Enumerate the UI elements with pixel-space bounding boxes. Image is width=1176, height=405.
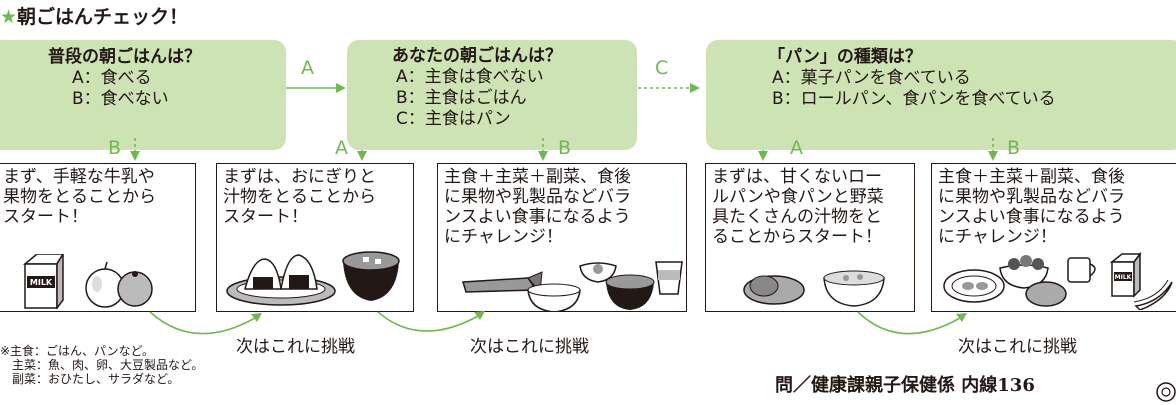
- onigiri-soup-illustration: [226, 251, 400, 306]
- label-b-box3: B: [1007, 137, 1021, 159]
- onigiri-plate-icon: [226, 254, 336, 306]
- page-title: ★朝ごはんチェック！: [0, 2, 188, 29]
- footnote-definitions: ※主食：ごはん、パンなど。 主菜：魚、肉、卵、大豆製品など。 副菜：おひたし、サ…: [0, 344, 204, 386]
- question-box-breakfast-heading: 普段の朝ごはんは？: [48, 47, 201, 67]
- question-box-staple-option-c: C：主食はパン: [396, 109, 511, 129]
- curvehead-card-2-to-3: [474, 311, 485, 320]
- answer-card-1-text: まず、手軽な牛乳や 果物をとることから スタート！: [3, 167, 156, 227]
- arrowhead-a-to-card-2: [357, 151, 367, 161]
- bread-soup-illustration: [743, 270, 885, 307]
- next-challenge-label-3: 次はこれに挑戦: [958, 337, 1077, 357]
- apple-icon: [85, 261, 125, 308]
- curvehead-card-4-to-5: [956, 313, 967, 322]
- contact-info: 問／健康課親子保健係 内線136: [775, 375, 1035, 396]
- answer-card-1: まず、手軽な牛乳や 果物をとることから スタート！ MILK: [0, 163, 196, 312]
- question-box-breakfast-option-a: A：食べる: [72, 68, 152, 88]
- banana-icon: [1133, 279, 1173, 310]
- curve-card-4-to-5: [857, 311, 961, 335]
- milk-carton-label: MILK: [30, 278, 53, 287]
- balanced-meal-illustration: [462, 261, 683, 311]
- arrowhead-b-to-card-5: [988, 151, 998, 161]
- arrowhead-b-to-card-3: [538, 151, 548, 161]
- yogurt-cup-icon: [655, 261, 683, 295]
- arrowhead-b-to-card-1: [130, 151, 140, 161]
- question-box-bread-heading: 「パン」の種類は？: [768, 47, 922, 67]
- answer-card-5: 主食＋主菜＋副菜、食後 に果物や乳製品などバラ ンスよい食事になるよう にチャレ…: [931, 163, 1176, 312]
- label-c-box2: C: [655, 57, 669, 79]
- question-box-breakfast-option-b: B：食べない: [72, 89, 169, 109]
- question-box-staple: あなたの朝ごはんは？ A：主食は食べない B：主食はごはん C：主食はパン: [347, 40, 637, 150]
- question-box-bread-option-a: A：菓子パンを食べている: [772, 68, 971, 88]
- milk-carton-label: MILK: [1115, 274, 1132, 281]
- bread-roll-icon: [743, 275, 805, 305]
- milk-fruit-illustration: MILK: [22, 254, 153, 309]
- soup-bowl-icon: [605, 274, 655, 310]
- milk-carton-icon: MILK: [22, 254, 64, 309]
- label-b-box2: B: [558, 137, 572, 159]
- corner-swirl-icon: [1156, 382, 1176, 402]
- grilled-fish-icon: [462, 271, 543, 294]
- curve-card-1-to-2: [149, 311, 256, 335]
- answer-card-5-text: 主食＋主菜＋副菜、食後 に果物や乳製品などバラ ンスよい食事になるよう にチャレ…: [938, 167, 1125, 247]
- answer-card-4: まずは、甘くないロー ルパンや食パンと野菜 具たくさんの汁物をと ることからスタ…: [705, 163, 915, 312]
- orange-icon: [117, 271, 153, 307]
- label-b-box1: B: [108, 137, 122, 159]
- answer-card-2: まずは、おにぎりと 汁物をとることから スタート！: [216, 163, 414, 312]
- question-box-bread-option-b: B：ロールパン、食パンを食べている: [772, 89, 1056, 109]
- answer-card-3: 主食＋主菜＋副菜、食後 に果物や乳製品などバラ ンスよい食事になるよう にチャレ…: [437, 163, 687, 312]
- question-box-staple-option-b: B：主食はごはん: [396, 88, 527, 108]
- arrowhead-a-to-staple: [336, 83, 346, 93]
- answer-card-3-text: 主食＋主菜＋副菜、食後 に果物や乳製品などバラ ンスよい食事になるよう にチャレ…: [444, 167, 631, 247]
- answer-card-2-text: まずは、おにぎりと 汁物をとることから スタート！: [223, 167, 376, 227]
- star-icon: ★: [0, 6, 18, 28]
- label-a-box2: A: [335, 137, 348, 159]
- label-a-box1: A: [301, 57, 314, 79]
- question-box-staple-option-a: A：主食は食べない: [396, 67, 544, 87]
- salad-bowl-icon: [999, 255, 1049, 289]
- milk-carton-icon: MILK: [1109, 252, 1142, 298]
- egg-plate-icon: [943, 269, 1005, 303]
- question-box-breakfast: 普段の朝ごはんは？ A：食べる B：食べない: [0, 40, 286, 150]
- next-challenge-label-1: 次はこれに挑戦: [236, 337, 355, 357]
- bread-icon: [1025, 281, 1067, 307]
- miso-soup-icon: [342, 251, 400, 301]
- answer-card-4-text: まずは、甘くないロー ルパンや食パンと野菜 具たくさんの汁物をと ることからスタ…: [712, 167, 884, 247]
- next-challenge-label-2: 次はこれに挑戦: [470, 337, 589, 357]
- title-text: 朝ごはんチェック！: [17, 6, 189, 28]
- curvehead-card-1-to-2: [251, 313, 262, 322]
- label-a-box3: A: [790, 137, 803, 159]
- arrowhead-c-to-bread: [690, 83, 700, 93]
- arrowhead-a-to-card-4: [758, 151, 768, 161]
- side-dish-icon: [579, 262, 617, 283]
- vegetable-soup-icon: [823, 270, 885, 307]
- curve-card-2-to-3: [377, 311, 479, 332]
- rice-bowl-icon: [527, 283, 581, 311]
- question-box-staple-heading: あなたの朝ごはんは？: [392, 46, 562, 66]
- cup-icon: [1067, 257, 1096, 283]
- western-breakfast-illustration: MILK: [943, 252, 1173, 310]
- question-box-bread: 「パン」の種類は？ A：菓子パンを食べている B：ロールパン、食パンを食べている: [706, 40, 1176, 150]
